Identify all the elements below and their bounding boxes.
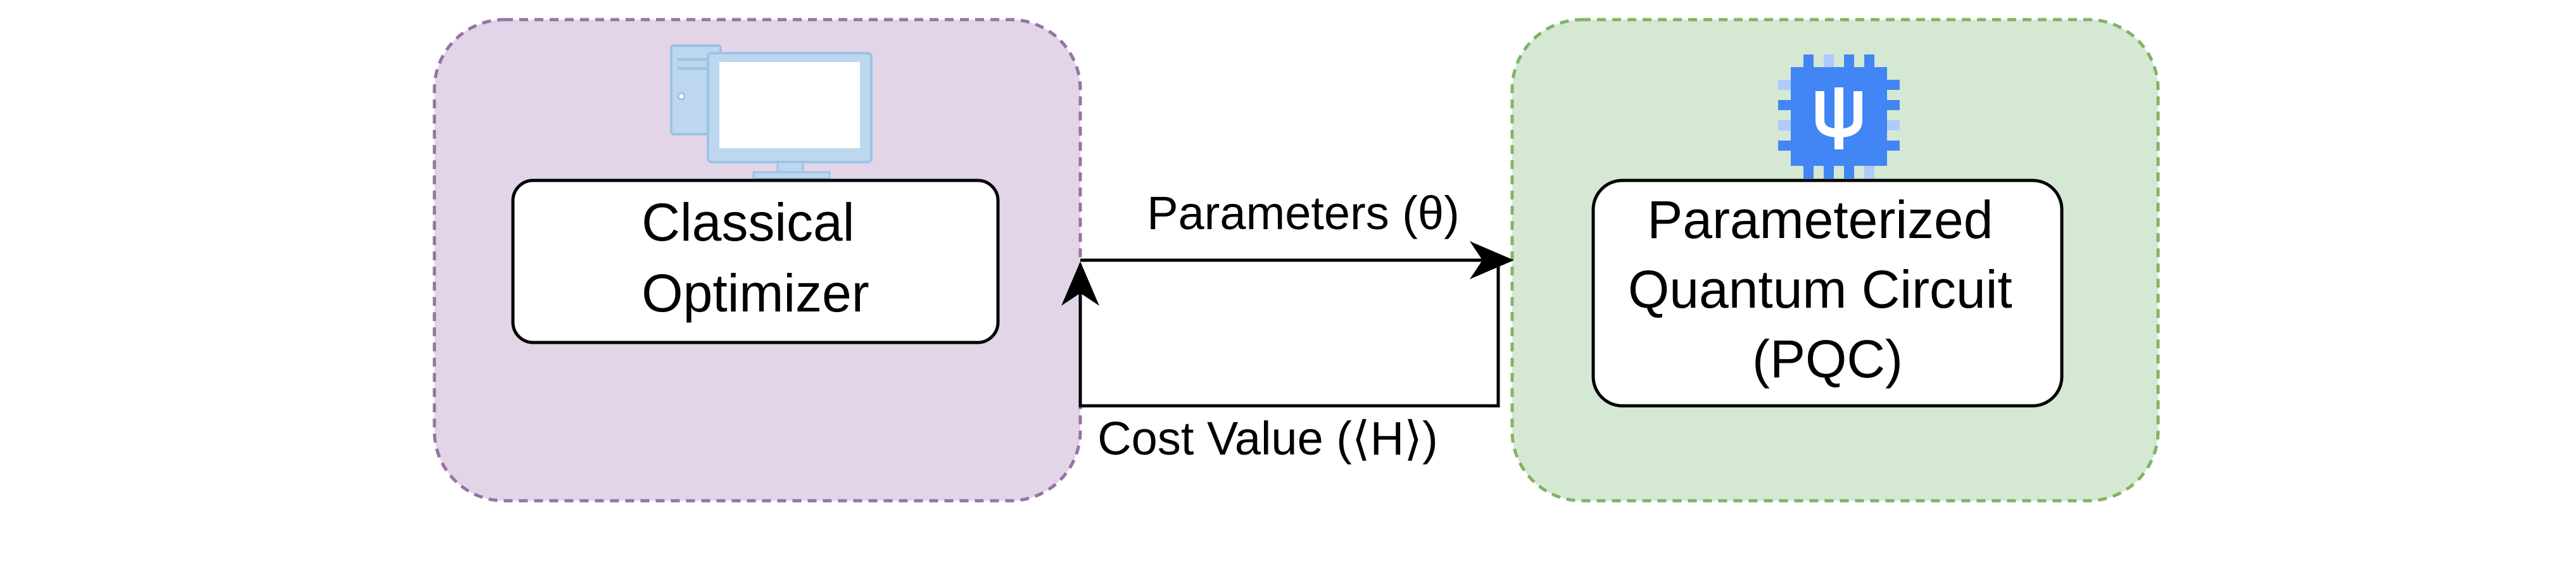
parameters-edge: Parameters (θ)	[1080, 187, 1514, 279]
parameters-label: Parameters (θ)	[1147, 187, 1459, 239]
quantum-chip-icon	[1778, 54, 1900, 179]
classical-optimizer-label-line-2: Optimizer	[641, 263, 869, 323]
cost-value-edge: Cost Value (⟨H⟩)	[1061, 260, 1500, 465]
pqc-label-line-2: Quantum Circuit	[1628, 260, 2012, 319]
classical-optimizer-node	[511, 179, 1000, 344]
pqc-label-line-1: Parameterized	[1647, 190, 1993, 249]
pqc-label-line-3: (PQC)	[1752, 329, 1903, 389]
pqc-node	[1591, 179, 2064, 408]
cost-value-arrow	[1061, 260, 1500, 408]
cost-value-label: Cost Value (⟨H⟩)	[1097, 412, 1438, 465]
classical-optimizer-label-line-1: Classical	[641, 192, 854, 252]
classical-group: Classical Optimizer	[432, 18, 1082, 503]
svg-text:Classical Optimizer: Classical Optimizer	[641, 192, 869, 323]
svg-text:Parameterized Quantum Ci: Parameterized Quantum Circuit (PQC)	[1628, 190, 2027, 389]
quantum-group: Parameterized Quantum Circuit (PQC)	[1510, 18, 2160, 503]
